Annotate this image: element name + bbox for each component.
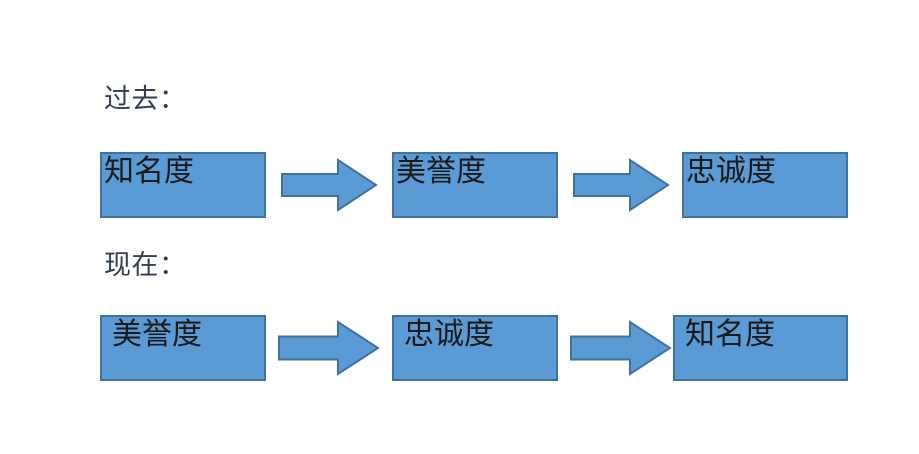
flow-box-label: 知名度 — [685, 318, 775, 351]
arrow-right-icon-r1-2 — [574, 160, 668, 210]
flow-box-r1-2[interactable]: 美誉度 — [392, 152, 558, 218]
flow-box-r2-1[interactable]: 美誉度 — [100, 315, 266, 381]
flow-box-r1-3[interactable]: 忠诚度 — [682, 152, 848, 218]
flow-box-label: 美誉度 — [112, 318, 202, 351]
flow-box-label: 忠诚度 — [404, 318, 494, 351]
arrow-right-icon-r1-1 — [282, 160, 376, 210]
section-label-2: 现在： — [104, 250, 187, 280]
arrow-right-icon-r2-2 — [571, 322, 670, 374]
section-label-1: 过去： — [104, 84, 187, 114]
flow-box-r2-2[interactable]: 忠诚度 — [392, 315, 558, 381]
flow-box-r1-1[interactable]: 知名度 — [100, 152, 266, 218]
flow-box-r2-3[interactable]: 知名度 — [673, 315, 848, 381]
flow-box-label: 知名度 — [104, 155, 194, 188]
arrow-right-icon-r2-1 — [279, 322, 378, 374]
flow-box-label: 美誉度 — [396, 155, 486, 188]
flow-box-label: 忠诚度 — [686, 155, 776, 188]
